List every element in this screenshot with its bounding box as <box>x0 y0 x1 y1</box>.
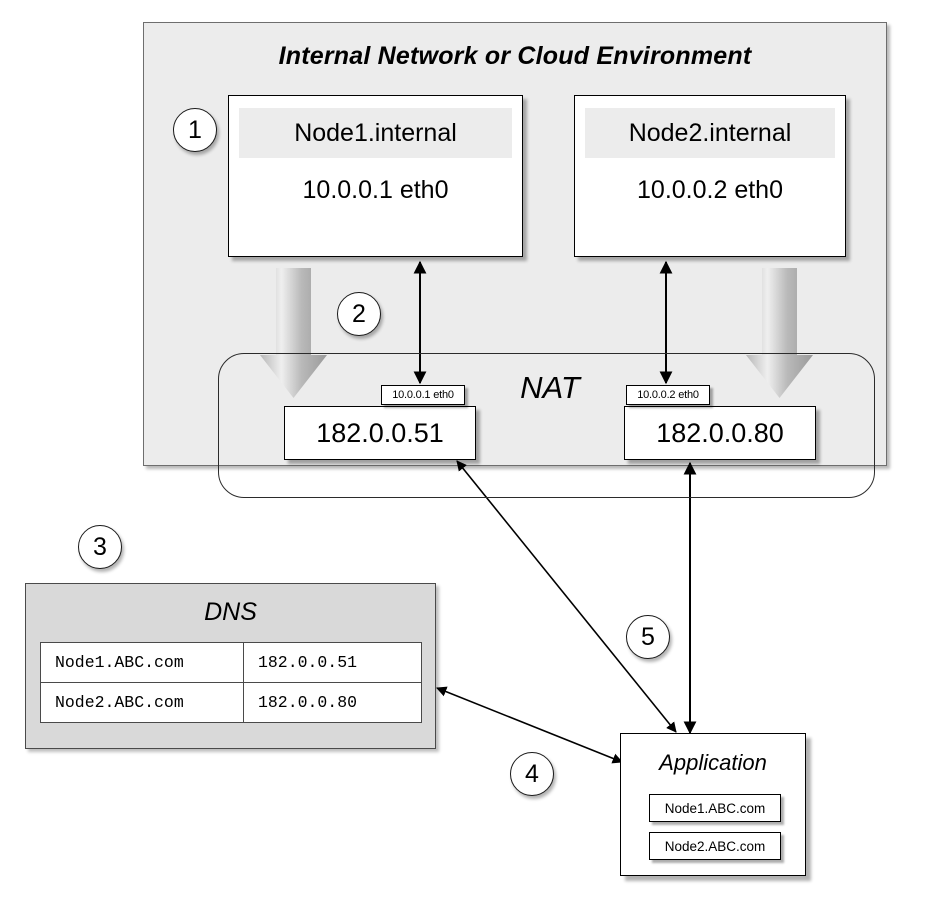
node-1-name: Node1.internal <box>239 108 512 158</box>
node-box-1[interactable]: Node1.internal 10.0.0.1 eth0 <box>228 95 523 257</box>
nat-label: NAT <box>520 370 580 405</box>
step-marker-3: 3 <box>78 525 122 569</box>
dns-record-name: Node2.ABC.com <box>40 682 244 723</box>
application-entry-2[interactable]: Node2.ABC.com <box>649 832 781 860</box>
dns-table: Node1.ABC.com 182.0.0.51 Node2.ABC.com 1… <box>40 642 422 723</box>
step-marker-5: 5 <box>626 615 670 659</box>
step-marker-4: 4 <box>510 752 554 796</box>
nat-internal-tag-2: 10.0.0.2 eth0 <box>626 385 710 405</box>
application-title: Application <box>659 750 767 775</box>
nat-internal-tag-1: 10.0.0.1 eth0 <box>381 385 465 405</box>
table-row[interactable]: Node2.ABC.com 182.0.0.80 <box>40 682 422 723</box>
nat-panel <box>218 353 875 498</box>
nat-public-ip-2[interactable]: 182.0.0.80 <box>624 406 816 460</box>
application-box[interactable]: Application Node1.ABC.com Node2.ABC.com <box>620 733 806 876</box>
dns-panel: DNS Node1.ABC.com 182.0.0.51 Node2.ABC.c… <box>25 583 436 749</box>
internal-network-title: Internal Network or Cloud Environment <box>278 42 752 70</box>
arrow-dns-to-application <box>436 686 623 764</box>
dns-record-name: Node1.ABC.com <box>40 642 244 683</box>
application-entry-1[interactable]: Node1.ABC.com <box>649 794 781 822</box>
node-2-address: 10.0.0.2 eth0 <box>637 176 783 204</box>
dns-title: DNS <box>204 598 257 626</box>
nat-public-ip-1[interactable]: 182.0.0.51 <box>284 406 476 460</box>
table-row[interactable]: Node1.ABC.com 182.0.0.51 <box>40 642 422 683</box>
step-marker-1: 1 <box>173 108 217 152</box>
dns-record-address: 182.0.0.51 <box>243 642 422 683</box>
node-1-address: 10.0.0.1 eth0 <box>302 176 449 204</box>
dns-record-address: 182.0.0.80 <box>243 682 422 723</box>
node-2-name: Node2.internal <box>585 108 835 158</box>
arrow-nat51-to-application <box>456 460 677 733</box>
step-marker-2: 2 <box>337 292 381 336</box>
node-box-2[interactable]: Node2.internal 10.0.0.2 eth0 <box>574 95 846 257</box>
